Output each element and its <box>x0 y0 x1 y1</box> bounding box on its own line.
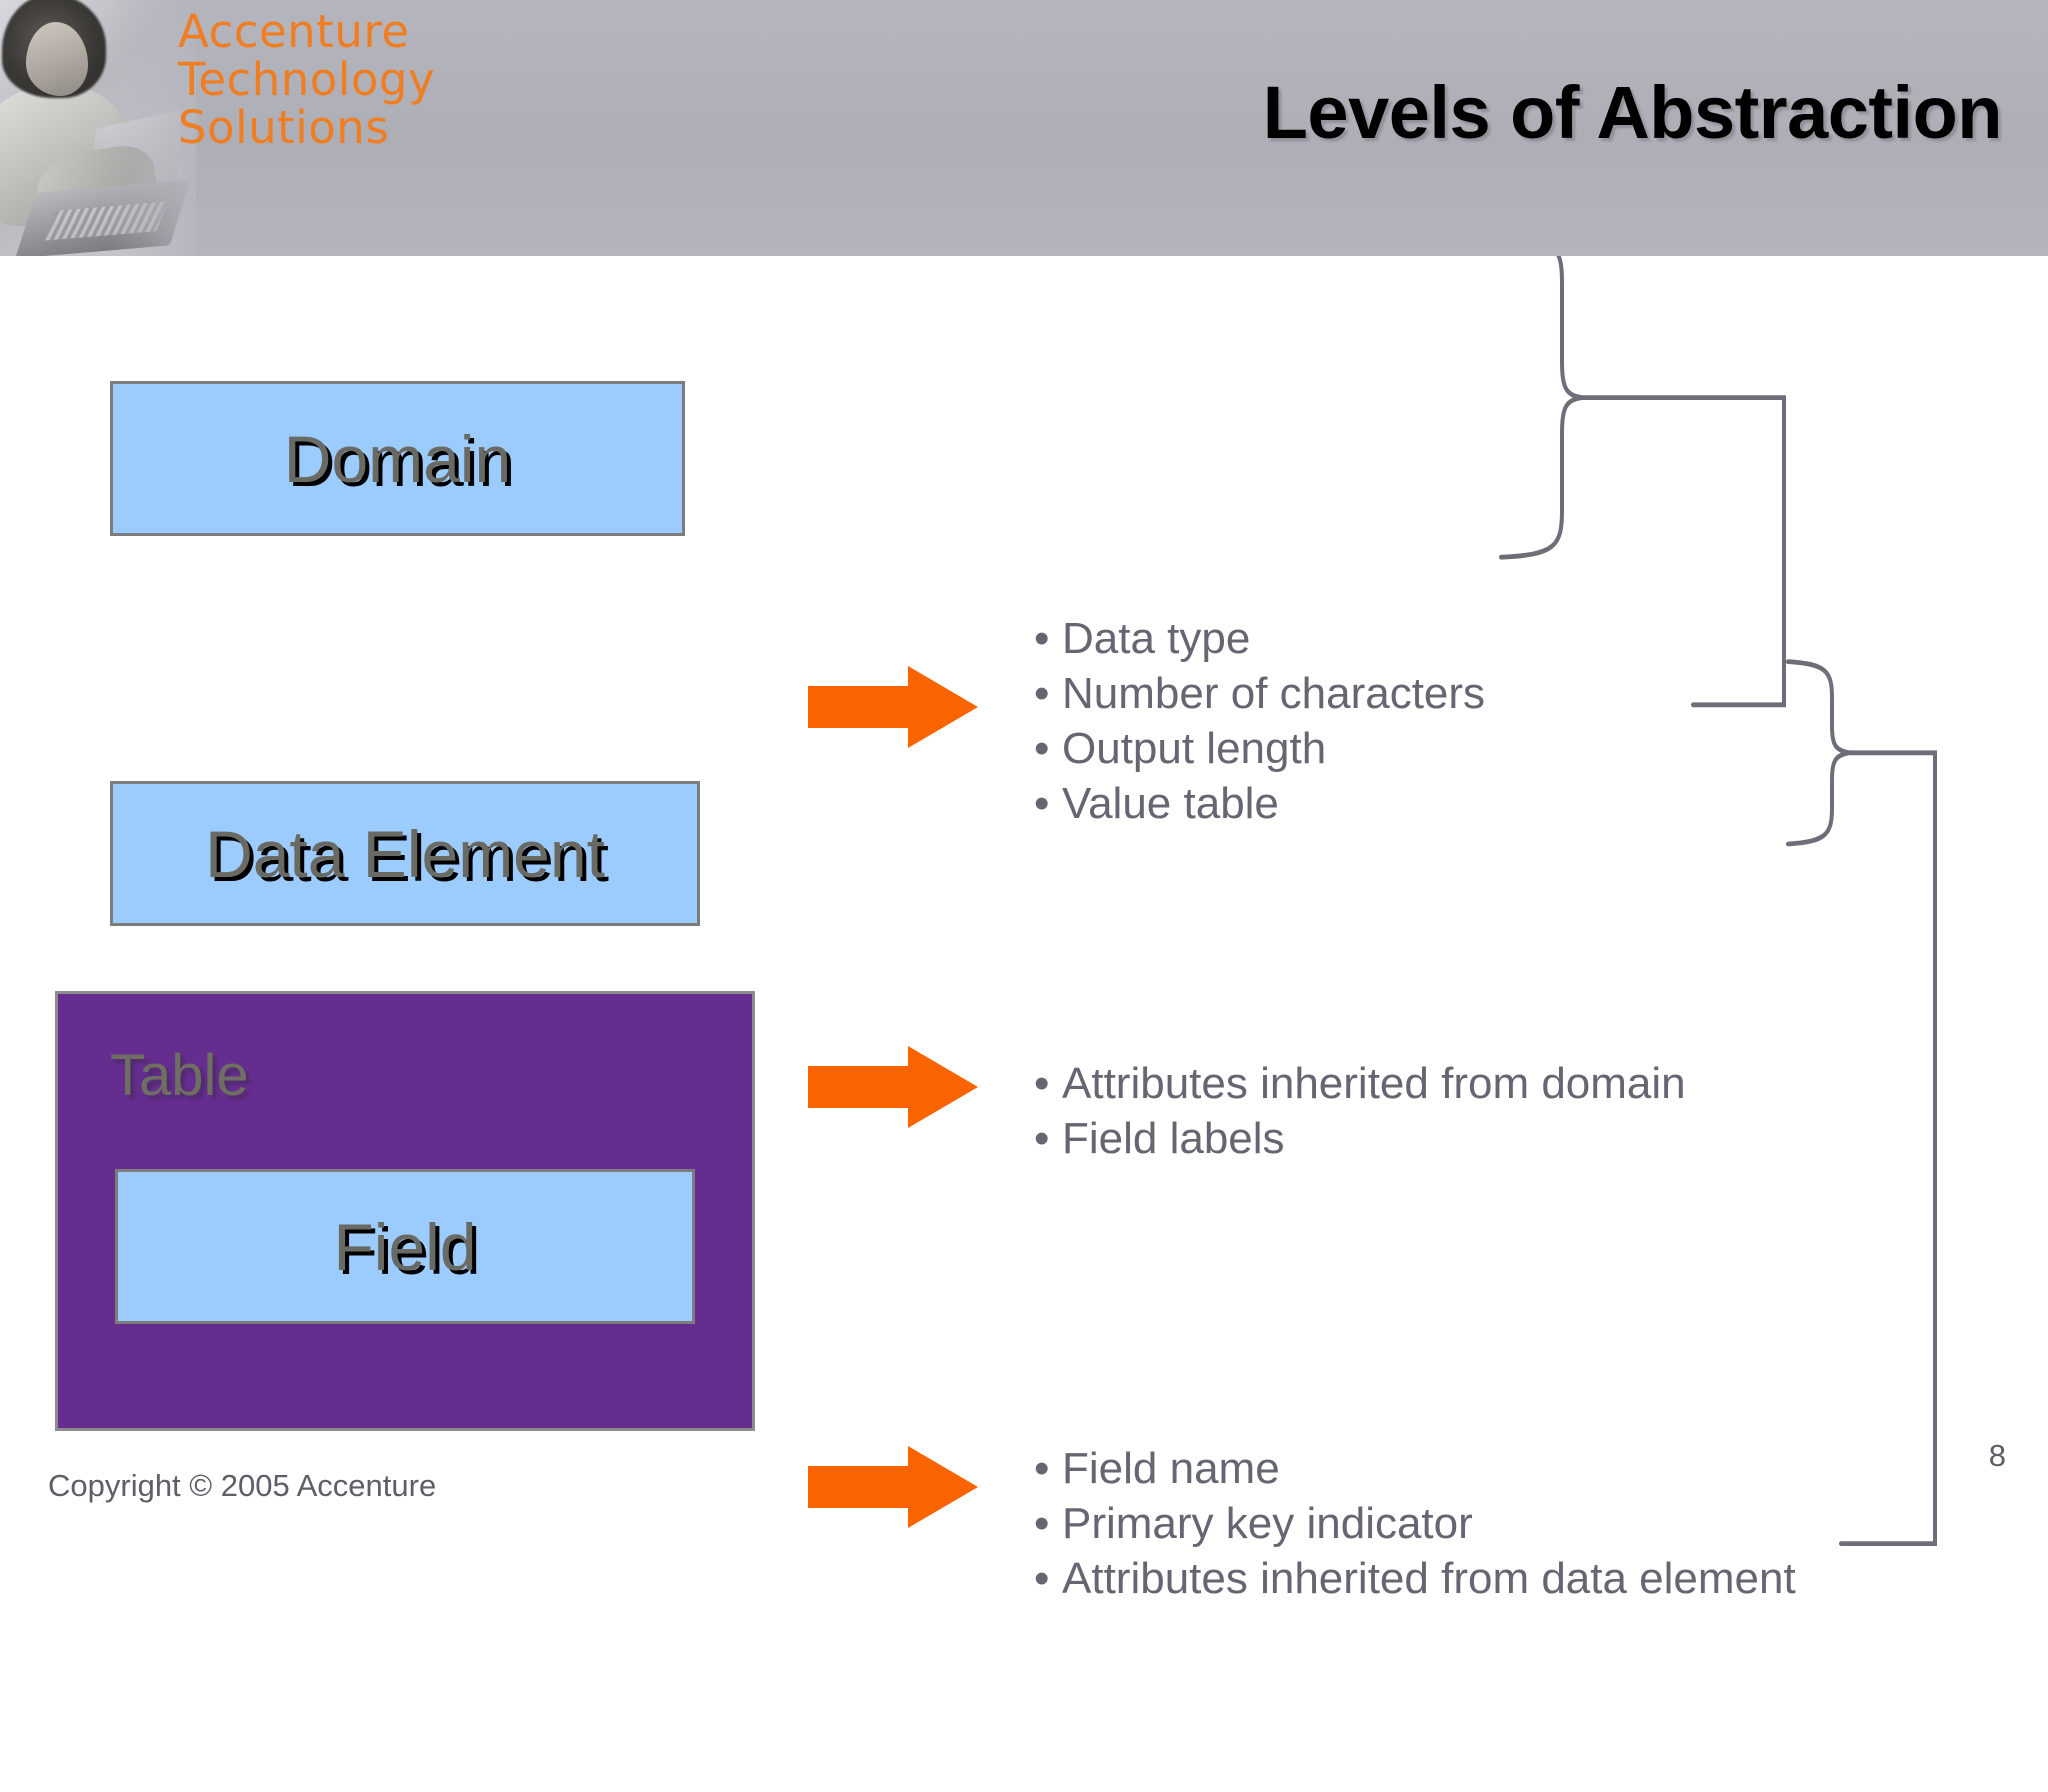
connector-data-element-to-field <box>1839 750 1937 1546</box>
page-number: 8 <box>1988 1438 2006 1473</box>
list-item: Field labels <box>1034 1111 1686 1166</box>
domain-box[interactable]: Domain <box>110 381 685 536</box>
arrow-shaft <box>808 686 916 728</box>
data-element-box[interactable]: Data Element <box>110 781 700 926</box>
accenture-technology-solutions-logo: Accenture Technology Solutions <box>178 5 436 154</box>
copyright-text: Copyright © 2005 Accenture <box>48 1468 437 1503</box>
header-photo <box>0 0 196 256</box>
arrow-shaft <box>808 1066 916 1108</box>
field-box-label: Field <box>333 1209 477 1284</box>
list-item: Output length <box>1034 721 1485 776</box>
field-arrow-icon <box>808 1446 978 1528</box>
photo-fade-overlay <box>0 0 196 256</box>
list-item: Value table <box>1034 776 1485 831</box>
arrow-shaft <box>808 1466 916 1508</box>
slide-header: Accenture Technology Solutions Levels of… <box>0 0 2048 256</box>
data-element-arrow-icon <box>808 1046 978 1128</box>
domain-box-label: Domain <box>283 421 512 496</box>
table-box-label: Table <box>110 1043 249 1108</box>
brace-domain <box>1499 256 1583 560</box>
page-title: Levels of Abstraction <box>1262 71 2003 154</box>
brace-data-element <box>1786 659 1850 847</box>
list-item: Attributes inherited from domain <box>1034 1056 1686 1111</box>
list-item: Number of characters <box>1034 666 1485 721</box>
field-attribute-list: Field name Primary key indicator Attribu… <box>1034 1441 1796 1606</box>
domain-arrow-icon <box>808 666 978 748</box>
domain-attribute-list: Data type Number of characters Output le… <box>1034 611 1485 831</box>
list-item: Field name <box>1034 1441 1796 1496</box>
arrow-head <box>908 1046 978 1128</box>
field-box[interactable]: Field <box>115 1169 695 1324</box>
list-item: Data type <box>1034 611 1485 666</box>
list-item: Attributes inherited from data element <box>1034 1551 1796 1606</box>
connector-domain-to-data-element <box>1580 395 1786 708</box>
data-element-attribute-list: Attributes inherited from domain Field l… <box>1034 1056 1686 1166</box>
arrow-head <box>908 666 978 748</box>
list-item: Primary key indicator <box>1034 1496 1796 1551</box>
data-element-box-label: Data Element <box>205 816 605 891</box>
slide-body: Domain Data type Number of characters Ou… <box>0 256 2048 1603</box>
arrow-head <box>908 1446 978 1528</box>
